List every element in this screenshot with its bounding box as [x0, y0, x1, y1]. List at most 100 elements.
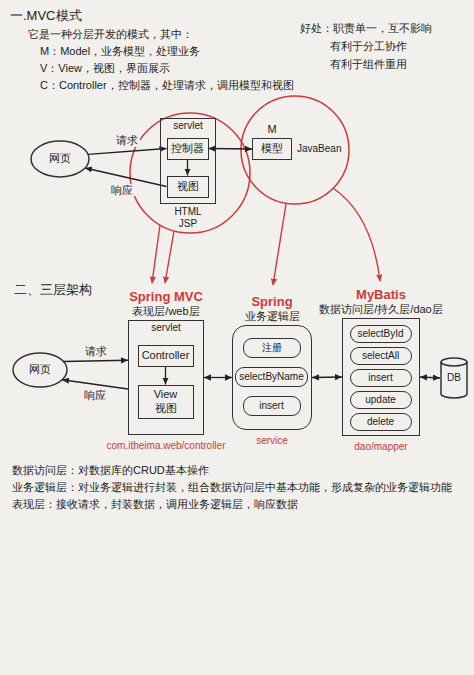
node-body: 网页: [30, 140, 90, 178]
node-label: delete: [367, 416, 394, 428]
node-label: selectByName: [239, 371, 303, 383]
webpage-ellipse: 网页: [12, 352, 68, 388]
edge-label: 响应: [82, 389, 108, 401]
heading-group: MyBatis数据访问层/持久层/dao层: [319, 287, 442, 316]
node-body: Controller: [139, 346, 193, 366]
controller-box: 控制器: [167, 138, 209, 160]
node-body: servlet: [129, 322, 203, 334]
node-label: 网页: [29, 363, 51, 376]
framework-name: MyBatis: [356, 287, 406, 303]
model-box: M模型: [252, 138, 292, 160]
method-pill: insert: [350, 369, 412, 387]
note-text: 它是一种分层开发的模式，其中：: [28, 28, 193, 42]
node-body: insert: [244, 397, 300, 415]
node-label: 注册: [262, 342, 282, 354]
heading-group: Spring MVC表现层/web层: [129, 289, 203, 318]
node-body: delete: [351, 414, 411, 430]
framework-name: Spring: [251, 294, 292, 310]
note-text: C：Controller，控制器，处理请求，调用模型和视图: [40, 79, 294, 93]
method-pill: delete: [350, 413, 412, 431]
package-label: service: [256, 435, 288, 448]
node-label: servlet: [173, 120, 202, 132]
connector-arrow: [62, 380, 128, 389]
connector-arrow: [312, 376, 342, 378]
node-body: selectAll: [351, 348, 411, 364]
node-body: servlet: [161, 120, 215, 132]
layer-heading: M: [267, 123, 276, 136]
node-body: 模型: [253, 139, 291, 159]
heading-group: Spring业务逻辑层: [245, 294, 300, 323]
note-text: 表现层：接收请求，封装数据，调用业务逻辑层，响应数据: [12, 498, 467, 512]
node-label: 视图: [177, 180, 199, 193]
red-pointer-arrow: [152, 225, 160, 283]
method-pill: selectById: [350, 325, 412, 343]
section-heading: 一.MVC模式: [10, 8, 82, 24]
red-circle: [241, 96, 349, 204]
note-text: V：View，视图，界面展示: [40, 62, 170, 76]
node-body: 控制器: [168, 139, 208, 159]
cylinder-body: [441, 358, 467, 398]
view-box: 视图: [167, 176, 209, 198]
method-pill: selectByName: [235, 367, 308, 387]
node-label: Controller: [142, 349, 190, 362]
node-label: selectAll: [362, 350, 399, 362]
method-pill: update: [350, 391, 412, 409]
node-label: servlet: [151, 322, 180, 334]
note-text: 好处：职责单一，互不影响: [300, 22, 432, 36]
node-body: selectById: [351, 326, 411, 342]
node-body: 注册: [244, 339, 300, 357]
ellipse-outline: [31, 141, 89, 177]
node-body: 视图: [168, 177, 208, 197]
database-cylinder: DB: [440, 357, 468, 399]
tech-label: JSP: [179, 218, 197, 231]
edge-label: 请求: [83, 345, 109, 357]
webpage-ellipse: 网页: [30, 140, 90, 178]
node-label: selectById: [357, 328, 403, 340]
service-layer-box: Spring业务逻辑层注册selectByNameinsert: [232, 325, 312, 430]
heading-group: M: [267, 123, 276, 136]
package-label: com.itheima.web/controller: [107, 440, 226, 453]
connector-arrow: [63, 360, 128, 361]
section-heading: 二、三层架构: [14, 282, 92, 298]
node-label: 网页: [49, 152, 71, 165]
node-label: 控制器: [171, 142, 204, 155]
cylinder-rim: [441, 362, 467, 366]
node-label: 模型: [261, 142, 283, 155]
node-body: DB: [440, 357, 468, 399]
note-text: M：Model，业务模型，处理业务: [40, 45, 200, 59]
note-text: 有利于分工协作: [330, 40, 407, 54]
note-text: 有利于组件重用: [330, 58, 407, 72]
presentation-layer-box: Spring MVC表现层/web层servletControllerView …: [128, 320, 204, 435]
node-label: View 视图: [148, 388, 184, 414]
edge-label: 请求: [114, 134, 140, 146]
layer-heading: 表现层/web层: [132, 305, 199, 318]
node-label: DB: [447, 372, 461, 384]
node-body: selectByName: [236, 368, 307, 386]
layer-heading: 数据访问层/持久层/dao层: [319, 303, 442, 316]
red-circle: [130, 113, 250, 233]
note-text: 业务逻辑层：对业务逻辑进行封装，组合数据访问层中基本功能，形成复杂的业务逻辑功能: [12, 481, 467, 495]
red-pointer-arrow: [165, 231, 174, 283]
node-body: insert: [351, 370, 411, 386]
connector-arrow: [165, 367, 166, 385]
view-box: View 视图: [138, 385, 194, 419]
edge-label: 响应: [109, 184, 135, 196]
controller-box: Controller: [138, 345, 194, 367]
servlet-box: servlet 控制器视图: [160, 118, 216, 204]
note-text: 数据访问层：对数据库的CRUD基本操作: [12, 464, 467, 478]
connector-arrow: [88, 149, 166, 155]
method-pill: insert: [243, 396, 301, 416]
data-layer-box: MyBatis数据访问层/持久层/dao层selectByIdselectAll…: [342, 318, 420, 436]
red-pointer-arrow: [333, 188, 380, 281]
red-pointer-arrow: [273, 204, 286, 285]
method-pill: 注册: [243, 338, 301, 358]
connector-arrow: [420, 377, 440, 378]
node-body: View 视图: [139, 386, 193, 418]
method-pill: selectAll: [350, 347, 412, 365]
node-body: 网页: [12, 352, 68, 388]
tech-label: HTML: [174, 206, 201, 219]
package-label: dao/mapper: [354, 441, 407, 454]
node-label: insert: [368, 372, 392, 384]
